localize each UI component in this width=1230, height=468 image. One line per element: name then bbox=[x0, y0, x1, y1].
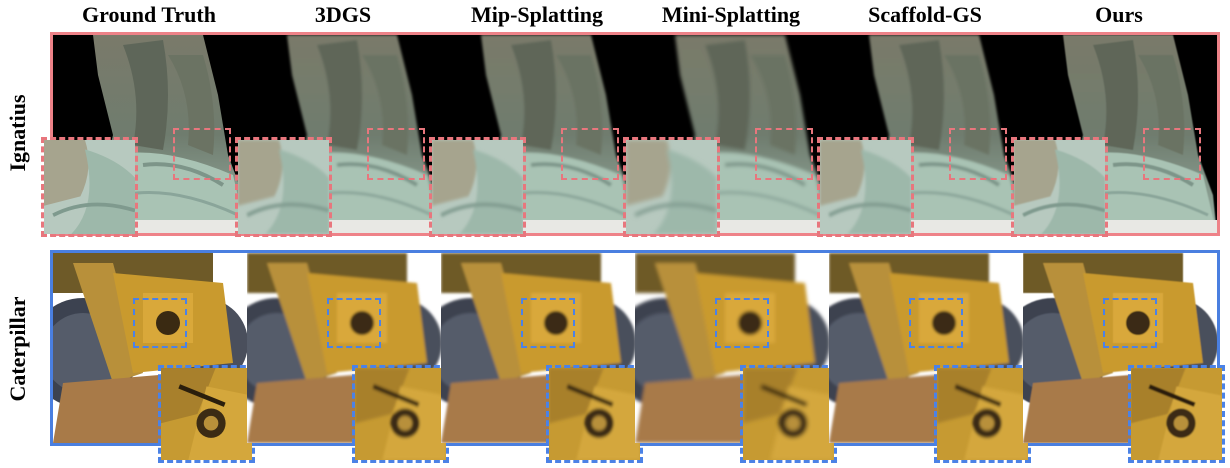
caterpillar-zoom-region-mini-splatting bbox=[715, 298, 769, 348]
caterpillar-image-3dgs bbox=[247, 253, 441, 443]
ignatius-zoom-region-ours bbox=[1143, 128, 1201, 180]
ignatius-zoom-region-3dgs bbox=[367, 128, 425, 180]
ignatius-zoom-inset-scaffold-gs bbox=[817, 137, 914, 237]
ignatius-zoom-inset-mip-splatting bbox=[429, 137, 526, 237]
ignatius-zoom-region-mini-splatting bbox=[755, 128, 813, 180]
ignatius-zoom-inset-ground-truth bbox=[41, 137, 138, 237]
caterpillar-zoom-region-scaffold-gs bbox=[909, 298, 963, 348]
ignatius-zoom-inset-mini-splatting bbox=[623, 137, 720, 237]
caterpillar-zoom-inset-scaffold-gs bbox=[934, 365, 1031, 463]
ignatius-zoom-region-scaffold-gs bbox=[949, 128, 1007, 180]
caterpillar-zoom-region-ours bbox=[1103, 298, 1157, 348]
ignatius-zoom-region-mip-splatting bbox=[561, 128, 619, 180]
caterpillar-zoom-region-3dgs bbox=[327, 298, 381, 348]
column-title-mini-splatting: Mini-Splatting bbox=[661, 2, 801, 27]
caterpillar-zoom-inset-mini-splatting bbox=[740, 365, 837, 463]
row-label-ignatius: Ignatius bbox=[5, 94, 30, 172]
ignatius-image-mip-splatting bbox=[441, 35, 635, 233]
column-title-3dgs: 3DGS bbox=[314, 2, 372, 27]
column-title-scaffold-gs: Scaffold-GS bbox=[868, 2, 982, 27]
caterpillar-zoom-inset-ours bbox=[1128, 365, 1225, 463]
caterpillar-zoom-inset-3dgs bbox=[352, 365, 449, 463]
caterpillar-zoom-inset-ground-truth bbox=[158, 365, 255, 463]
column-title-ours: Ours bbox=[1095, 2, 1143, 27]
column-title-mip-splatting: Mip-Splatting bbox=[470, 2, 604, 27]
column-title-ground-truth: Ground Truth bbox=[82, 2, 216, 27]
row-label-caterpillar: Caterpillar bbox=[5, 296, 30, 402]
ignatius-zoom-inset-3dgs bbox=[235, 137, 332, 237]
ignatius-zoom-inset-ours bbox=[1011, 137, 1108, 237]
caterpillar-zoom-region-mip-splatting bbox=[521, 298, 575, 348]
caterpillar-zoom-inset-mip-splatting bbox=[546, 365, 643, 463]
ignatius-zoom-region-ground-truth bbox=[173, 128, 231, 180]
caterpillar-zoom-region-ground-truth bbox=[133, 298, 187, 348]
caterpillar-image-mip-splatting bbox=[441, 253, 635, 443]
